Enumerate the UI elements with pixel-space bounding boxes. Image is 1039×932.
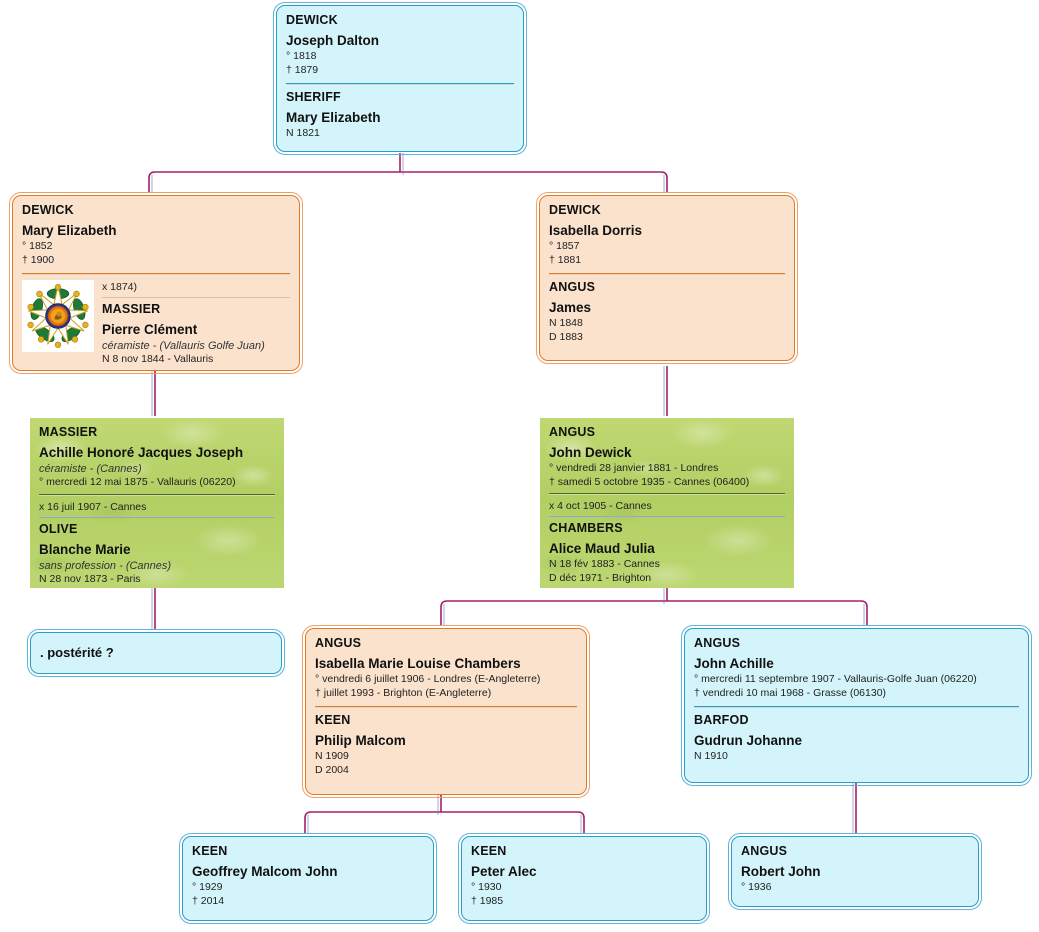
spouse-event-birth: N 1909 <box>315 750 349 762</box>
spouse-surname: CHAMBERS <box>549 521 623 535</box>
spouse-event-birth: N 1910 <box>694 750 728 762</box>
spouse-event-birth: N 1821 <box>286 127 320 139</box>
event-death: † 2014 <box>192 894 225 907</box>
given-name: Geoffrey Malcom John <box>192 864 338 879</box>
person-card-angus-john-achille[interactable]: ANGUS John Achille ° mercredi 11 septemb… <box>681 625 1032 786</box>
divider <box>39 493 275 496</box>
spouse-given-name: Mary Elizabeth <box>286 110 381 125</box>
divider <box>286 83 514 85</box>
surname: DEWICK <box>22 203 74 217</box>
surname: ANGUS <box>315 636 362 650</box>
given-name: Isabella Marie Louise Chambers <box>315 656 521 671</box>
link-to-keen-peter <box>441 811 585 834</box>
event-death: † 1985 <box>471 894 504 907</box>
person-card-dewick-isabella-dorris[interactable]: DEWICK Isabella Dorris ° 1857 † 1881 ANG… <box>536 192 798 364</box>
divider <box>22 273 290 275</box>
divider <box>549 493 785 495</box>
marriage-event: x 4 oct 1905 - Cannes <box>549 500 652 512</box>
event-birth: ° vendredi 28 janvier 1881 - Londres <box>549 462 719 474</box>
divider-thin <box>39 516 275 518</box>
surname: MASSIER <box>39 425 98 439</box>
event-birth: ° vendredi 6 juillet 1906 - Londres (E-A… <box>315 673 541 685</box>
spouse-event-death: D 2004 <box>315 763 349 776</box>
person-card-posterite[interactable]: . postérité ? <box>27 629 285 677</box>
union-details: x 1874) MASSIER Pierre Clément céramiste… <box>102 280 290 367</box>
link-to-angus-john-achille <box>667 600 868 626</box>
posterite-label: . postérité ? <box>40 645 114 660</box>
event-birth: ° 1852 <box>22 240 53 252</box>
person-card-angus-robert[interactable]: ANGUS Robert John ° 1936 <box>728 833 982 910</box>
union-block: x 1874) MASSIER Pierre Clément céramiste… <box>22 280 290 367</box>
occupation: céramiste - (Cannes) <box>39 463 142 475</box>
marriage-event: x 1874) <box>102 281 138 293</box>
divider-thin <box>549 516 785 517</box>
person-card-angus-isabella[interactable]: ANGUS Isabella Marie Louise Chambers ° v… <box>302 625 590 798</box>
surname: ANGUS <box>694 636 741 650</box>
spouse-given-name: Alice Maud Julia <box>549 541 655 556</box>
given-name: Achille Honoré Jacques Joseph <box>39 445 244 460</box>
event-death: † vendredi 10 mai 1968 - Grasse (06130) <box>694 686 887 699</box>
spouse-event-birth: N 8 nov 1844 - Vallauris <box>102 353 214 365</box>
surname: KEEN <box>471 844 507 858</box>
given-name: Peter Alec <box>471 864 537 879</box>
legion-of-honour-medal-icon <box>22 280 94 352</box>
spouse-event-birth: N 1848 <box>549 317 583 329</box>
spouse-given-name: Blanche Marie <box>39 541 131 557</box>
spouse-occupation: sans profession - (Cannes) <box>39 559 172 572</box>
divider <box>549 273 785 275</box>
given-name: Joseph Dalton <box>286 33 380 48</box>
event-death: † 1881 <box>549 253 582 266</box>
person-card-keen-geoffrey[interactable]: KEEN Geoffrey Malcom John ° 1929 † 2014 <box>179 833 437 924</box>
event-birth: ° 1929 <box>192 881 223 893</box>
spouse-occupation: céramiste - (Vallauris Golfe Juan) <box>102 340 265 352</box>
spouse-given-name: James <box>549 300 592 315</box>
surname: DEWICK <box>286 13 338 27</box>
divider <box>315 706 577 708</box>
given-name: John Achille <box>694 656 774 671</box>
spouse-event-death: D 1883 <box>549 330 583 343</box>
link-to-dewick-isabella <box>400 171 668 192</box>
person-card-dewick-joseph-dalton[interactable]: DEWICK Joseph Dalton ° 1818 † 1879 SHERI… <box>273 2 527 155</box>
divider <box>694 706 1019 708</box>
person-card-angus-john-dewick[interactable]: ANGUS John Dewick ° vendredi 28 janvier … <box>540 418 794 588</box>
surname: KEEN <box>192 844 228 858</box>
event-death: † 1879 <box>286 63 319 76</box>
event-death: † juillet 1993 - Brighton (E-Angleterre) <box>315 686 492 699</box>
spouse-event-birth: N 28 nov 1873 - Paris <box>39 572 141 585</box>
divider-mini <box>102 297 290 298</box>
spouse-surname: BARFOD <box>694 713 749 727</box>
given-name: Isabella Dorris <box>549 223 643 238</box>
event-death: † 1900 <box>22 253 55 266</box>
person-card-keen-peter[interactable]: KEEN Peter Alec ° 1930 † 1985 <box>458 833 710 924</box>
spouse-surname: KEEN <box>315 713 351 727</box>
event-birth: ° 1930 <box>471 881 502 893</box>
given-name: John Dewick <box>549 445 632 460</box>
person-card-dewick-mary-elizabeth[interactable]: DEWICK Mary Elizabeth ° 1852 † 1900 <box>9 192 303 374</box>
spouse-surname: OLIVE <box>39 521 78 536</box>
spouse-event-birth: N 18 fév 1883 - Cannes <box>549 558 660 570</box>
spouse-surname: SHERIFF <box>286 90 341 104</box>
spouse-given-name: Philip Malcom <box>315 733 406 748</box>
event-death: † samedi 5 octobre 1935 - Cannes (06400) <box>549 475 750 488</box>
event-birth: ° mercredi 11 septembre 1907 - Vallauris… <box>694 673 977 685</box>
marriage-event: x 16 juil 1907 - Cannes <box>39 500 147 513</box>
surname: ANGUS <box>741 844 788 858</box>
event-birth: ° 1936 <box>741 881 772 893</box>
spouse-given-name: Pierre Clément <box>102 322 198 337</box>
person-card-massier-achille[interactable]: MASSIER Achille Honoré Jacques Joseph cé… <box>30 418 284 588</box>
given-name: Mary Elizabeth <box>22 223 117 238</box>
surname: ANGUS <box>549 425 596 439</box>
spouse-surname: MASSIER <box>102 302 161 316</box>
spouse-given-name: Gudrun Johanne <box>694 733 802 748</box>
surname: DEWICK <box>549 203 601 217</box>
spouse-surname: ANGUS <box>549 280 596 294</box>
given-name: Robert John <box>741 864 821 879</box>
link-to-angus-isabella <box>440 600 667 626</box>
event-birth: ° 1857 <box>549 240 580 252</box>
event-birth: ° 1818 <box>286 50 317 62</box>
event-birth: ° mercredi 12 mai 1875 - Vallauris (0622… <box>39 476 236 488</box>
link-to-keen-geoffrey <box>304 811 441 834</box>
spouse-event-death: D déc 1971 - Brighton <box>549 571 652 584</box>
link-to-dewick-mary <box>148 171 400 192</box>
